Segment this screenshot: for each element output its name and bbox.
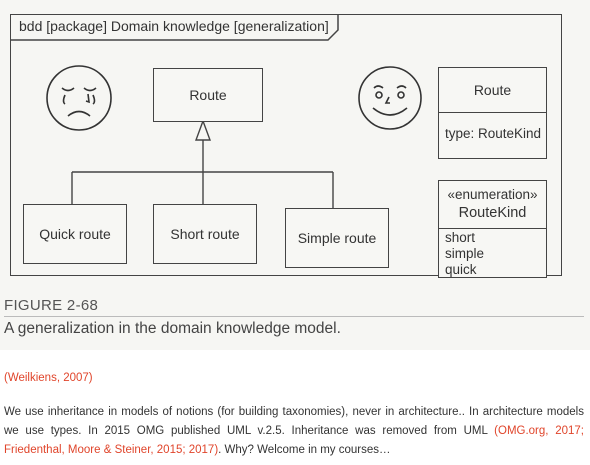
enum-stereotype: «enumeration» xyxy=(447,187,538,202)
figure-divider xyxy=(4,316,584,317)
enum-literal: quick xyxy=(445,262,477,277)
paragraph-tail: . Why? Welcome in my courses… xyxy=(218,444,391,456)
crying-face-icon xyxy=(46,65,112,131)
child-label: Simple route xyxy=(297,230,377,246)
diagram-frame xyxy=(10,14,562,276)
enum-name: RouteKind xyxy=(458,205,527,221)
child-label: Short route xyxy=(170,226,240,242)
frame-title: bdd [package] Domain knowledge [generali… xyxy=(19,18,329,34)
paragraph-references-link[interactable]: (OMG.org, 2017; Friedenthal, Moore & Ste… xyxy=(4,425,584,456)
figure-caption: A generalization in the domain knowledge… xyxy=(4,320,341,337)
citation-link[interactable]: (Weilkiens, 2007) xyxy=(4,372,93,384)
class-name: Route xyxy=(439,68,546,113)
child-block-simple-route: Simple route xyxy=(285,208,389,268)
class-route: Route type: RouteKind xyxy=(438,67,547,159)
paragraph-text: We use inheritance in models of notions … xyxy=(4,406,584,437)
enum-literal: simple xyxy=(445,246,485,261)
parent-block-route: Route xyxy=(153,68,263,122)
smiling-face-icon xyxy=(358,66,422,130)
generalization-lines xyxy=(46,65,422,208)
child-block-quick-route: Quick route xyxy=(23,204,127,264)
scanned-figure xyxy=(0,0,590,350)
figure-label: FIGURE 2-68 xyxy=(4,297,99,314)
child-block-short-route: Short route xyxy=(153,204,257,264)
body-paragraph: We use inheritance in models of notions … xyxy=(4,403,584,460)
enum-literal: short xyxy=(445,230,476,245)
enumeration-routekind: «enumeration» RouteKind short simple qui… xyxy=(438,180,547,278)
class-attribute: type: RouteKind xyxy=(445,126,542,141)
parent-block-label: Route xyxy=(189,87,227,103)
child-label: Quick route xyxy=(39,226,111,242)
